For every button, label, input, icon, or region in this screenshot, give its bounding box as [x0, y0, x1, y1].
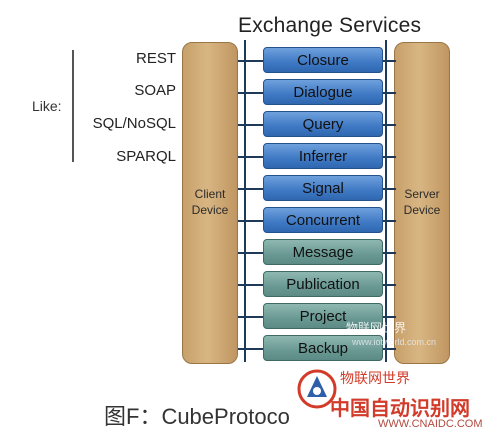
figure-caption: 图F：CubeProtoco	[104, 404, 290, 429]
watermark-brand-sub: 物联网世界	[340, 370, 410, 386]
service-connector-right	[383, 156, 396, 158]
server-device-label-line2: Device	[403, 203, 441, 217]
service-connector-right	[383, 220, 396, 222]
client-bus-line	[244, 40, 246, 362]
service-connector-left	[238, 92, 263, 94]
service-connector-left	[238, 124, 263, 126]
service-query: Query	[263, 111, 383, 137]
client-device-label-line1: Client	[194, 187, 226, 201]
service-connector-left	[238, 188, 263, 190]
server-device-pillar	[394, 42, 450, 364]
service-inferrer: Inferrer	[263, 143, 383, 169]
service-connector-right	[383, 284, 396, 286]
protocol-rest: REST	[135, 50, 176, 67]
protocol-brace	[72, 50, 74, 162]
protocol-sparql: SPARQL	[116, 148, 176, 165]
server-bus-line	[385, 40, 387, 362]
watermark-cn-site: 物联网世界	[346, 321, 407, 335]
service-connector-right	[383, 252, 396, 254]
client-device-label: Client Device	[182, 186, 238, 218]
service-backup: Backup	[263, 335, 383, 361]
service-connector-right	[383, 124, 396, 126]
like-label: Like:	[32, 98, 62, 114]
service-dialogue: Dialogue	[263, 79, 383, 105]
service-message: Message	[263, 239, 383, 265]
watermark-domain: WWW.CNAIDC.COM	[378, 418, 483, 430]
server-device-label: Server Device	[394, 186, 450, 218]
service-connector-left	[238, 252, 263, 254]
service-project: Project	[263, 303, 383, 329]
service-connector-left	[238, 316, 263, 318]
service-closure: Closure	[263, 47, 383, 73]
server-device-label-line1: Server	[404, 187, 440, 201]
service-connector-right	[383, 60, 396, 62]
service-signal: Signal	[263, 175, 383, 201]
service-connector-right	[383, 188, 396, 190]
protocol-soap: SOAP	[134, 82, 176, 99]
diagram-title: Exchange Services	[238, 14, 422, 37]
service-connector-left	[238, 348, 263, 350]
service-connector-left	[238, 284, 263, 286]
service-connector-left	[238, 60, 263, 62]
watermark-url: www.iotworld.com.cn	[352, 337, 437, 347]
service-connector-left	[238, 220, 263, 222]
client-device-pillar	[182, 42, 238, 364]
service-connector-left	[238, 156, 263, 158]
watermark-brand: 中国自动识别网	[330, 398, 470, 420]
service-publication: Publication	[263, 271, 383, 297]
watermark-logo-icon	[297, 369, 337, 409]
service-connector-right	[383, 316, 396, 318]
client-device-label-line2: Device	[191, 203, 229, 217]
service-concurrent: Concurrent	[263, 207, 383, 233]
protocol-sql-nosql: SQL/NoSQL	[92, 115, 176, 132]
service-connector-right	[383, 348, 396, 350]
service-connector-right	[383, 92, 396, 94]
